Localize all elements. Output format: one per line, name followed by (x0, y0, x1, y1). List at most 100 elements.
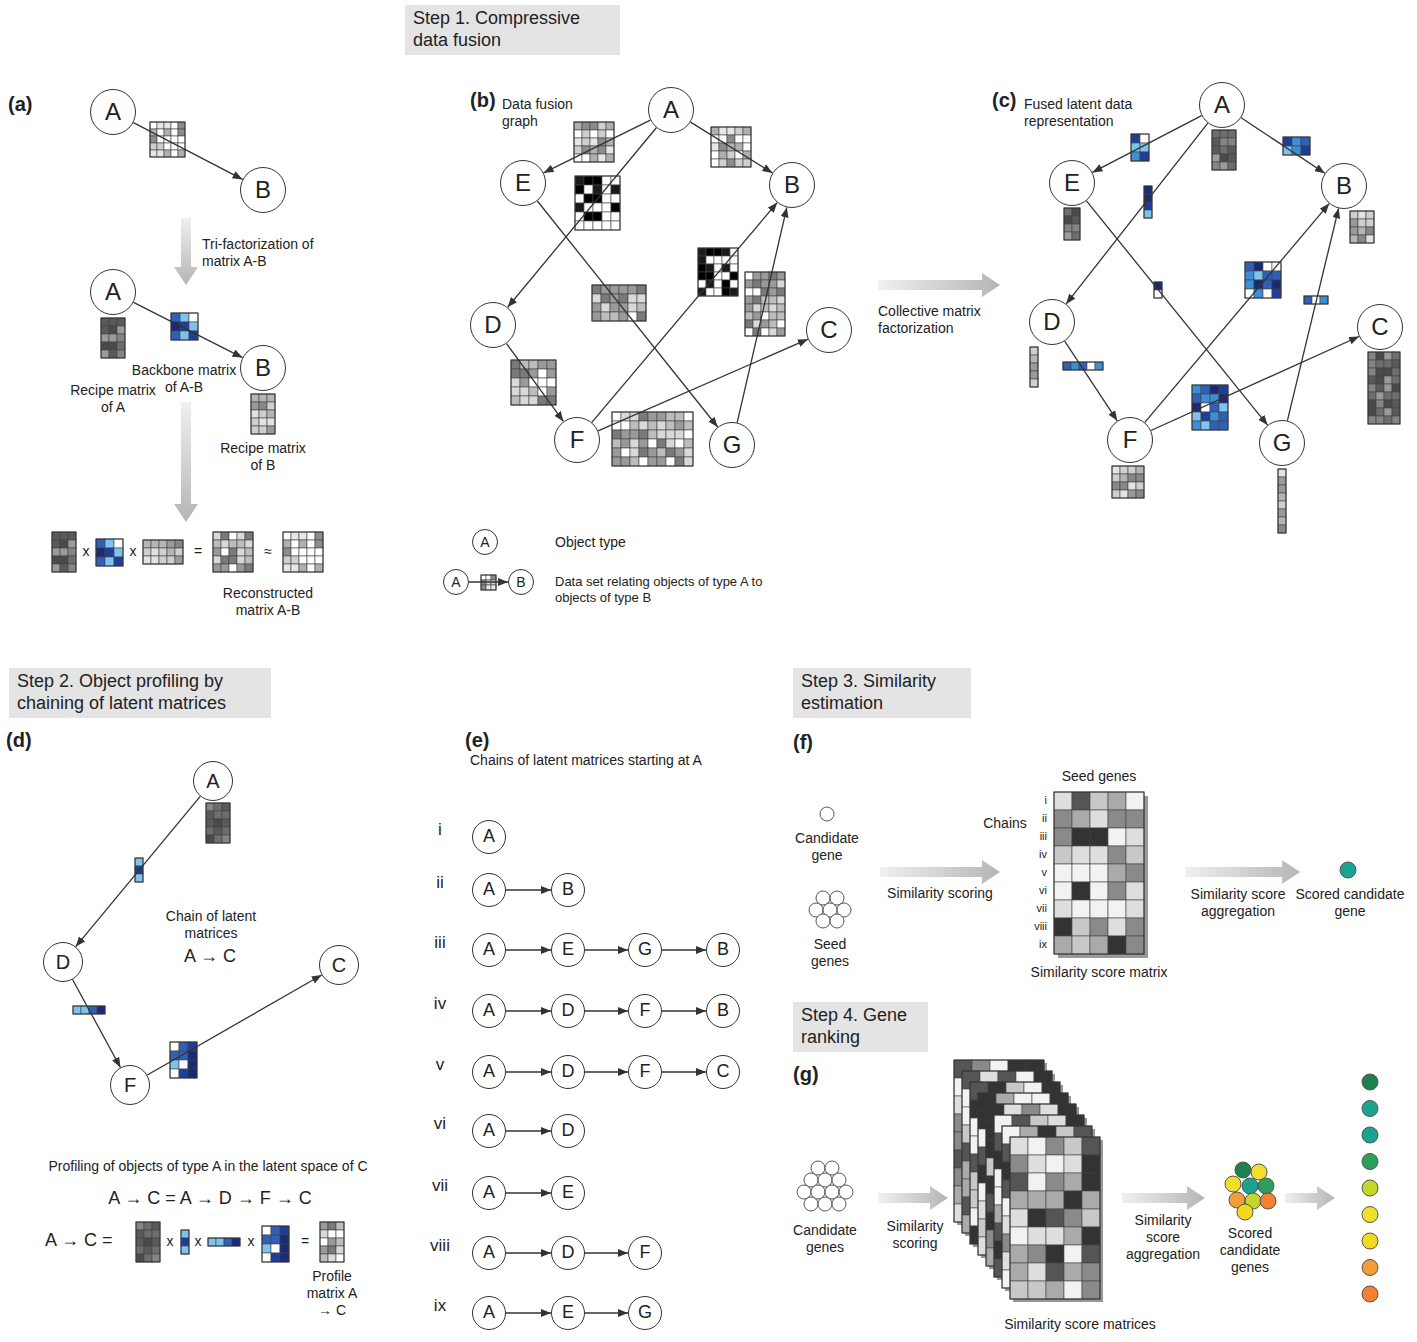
matrix-cell (1358, 227, 1366, 235)
gene-group (797, 1161, 853, 1211)
matrix-cell (529, 396, 538, 405)
matrix-cell (1384, 408, 1392, 416)
matrix-cell (1228, 162, 1236, 170)
matrix-cell (143, 540, 151, 548)
gene-dot (1362, 1260, 1378, 1276)
matrix-cell (171, 331, 180, 340)
matrix-cell (675, 421, 684, 430)
operator: = (194, 543, 202, 560)
matrix-cell (221, 532, 229, 540)
gene-caption: Scored candidate gene (1295, 886, 1405, 920)
arrow-connector (508, 128, 657, 308)
gene-dot (1362, 1180, 1378, 1196)
matrix-cell (1228, 154, 1236, 162)
chain-number: vii (432, 1176, 448, 1196)
matrix-cell (320, 1230, 328, 1238)
matrix-cell (529, 387, 538, 396)
gene-dot (1362, 1207, 1378, 1223)
object-type-circle: D (1029, 299, 1075, 345)
matrix-cell (150, 122, 157, 129)
matrix-cell (159, 540, 167, 548)
object-letter: D (56, 950, 70, 974)
object-letter: A (483, 1061, 495, 1083)
matrix-cell (735, 159, 743, 167)
matrix-cell (336, 1246, 344, 1254)
matrix-cell (1140, 152, 1149, 161)
object-type-circle: A (472, 1055, 506, 1089)
matrix-cell (245, 540, 253, 548)
matrix-cell (280, 1244, 289, 1253)
matrix-cell (109, 342, 117, 350)
matrix-cell (547, 360, 556, 369)
object-letter: B (784, 171, 800, 200)
matrix-cell (299, 564, 307, 572)
matrix-cell (1028, 1209, 1046, 1227)
matrix-cell (743, 143, 751, 151)
matrix-cell (1392, 400, 1400, 408)
object-letter: C (717, 1061, 730, 1083)
matrix-cell (511, 387, 520, 396)
matrix-cell (245, 548, 253, 556)
matrix-cell (761, 328, 769, 336)
matrix-cell (1278, 525, 1286, 533)
matrix-cell (1368, 392, 1376, 400)
matrix-cell (1010, 1155, 1028, 1173)
matrix-cell (1392, 360, 1400, 368)
matrix-cell (1064, 1281, 1082, 1299)
matrix (575, 176, 620, 230)
matrix-cell (727, 151, 735, 159)
step-title: Step 2. Object profiling by chaining of … (17, 671, 263, 714)
arrow-connector (507, 344, 564, 422)
matrix-cell (101, 326, 109, 334)
matrix-cell (262, 1235, 271, 1244)
matrix-cell (1064, 208, 1072, 216)
matrix-cell (307, 548, 315, 556)
process-arrow (1185, 860, 1300, 884)
matrix-cell (706, 280, 714, 288)
matrix-caption: Recipe matrix of B (218, 440, 308, 474)
matrix-cell (657, 412, 666, 421)
matrix-cell (611, 194, 620, 203)
matrix (1278, 469, 1286, 533)
matrix-cell (1201, 421, 1210, 430)
matrix-cell (621, 439, 630, 448)
matrix (143, 540, 183, 564)
matrix-cell (1392, 352, 1400, 360)
matrix-outline (1002, 1126, 1092, 1288)
gene-dot (1362, 1286, 1378, 1302)
matrix-cell (320, 1254, 328, 1262)
matrix-cell (481, 575, 486, 580)
matrix-cell (745, 304, 753, 312)
matrix-cell (602, 203, 611, 212)
object-letter: D (562, 1061, 575, 1083)
matrix-cell (1090, 900, 1108, 918)
matrix-cell (769, 288, 777, 296)
matrix-outline (978, 1093, 1068, 1255)
matrix-cell (621, 430, 630, 439)
chain-formula: A → C (184, 946, 236, 968)
matrix-cell (1392, 416, 1400, 424)
matrix-cell (606, 130, 614, 138)
matrix-cell (1254, 262, 1263, 271)
matrix (574, 122, 614, 162)
matrix-cell (291, 564, 299, 572)
matrix-outline (150, 122, 185, 157)
matrix-cell (60, 532, 68, 540)
matrix-cell (114, 557, 123, 566)
matrix-caption: Similarity score matrices (1004, 1316, 1156, 1333)
matrix-cell (1010, 1227, 1028, 1245)
panel-letter: (a) (8, 92, 32, 116)
matrix-cell (612, 457, 621, 466)
matrix-cell (1064, 1137, 1082, 1155)
matrix-cell (1358, 235, 1366, 243)
object-letter: A (105, 278, 121, 307)
matrix (262, 1226, 289, 1262)
object-letter: E (515, 169, 531, 198)
matrix-cell (1301, 137, 1310, 146)
matrix-cell (328, 1254, 336, 1262)
matrix-cell (575, 221, 584, 230)
matrix-cell (213, 540, 221, 548)
matrix-cell (1140, 134, 1149, 143)
gene-dot (1235, 1162, 1251, 1178)
object-type-circle: E (551, 1176, 585, 1210)
